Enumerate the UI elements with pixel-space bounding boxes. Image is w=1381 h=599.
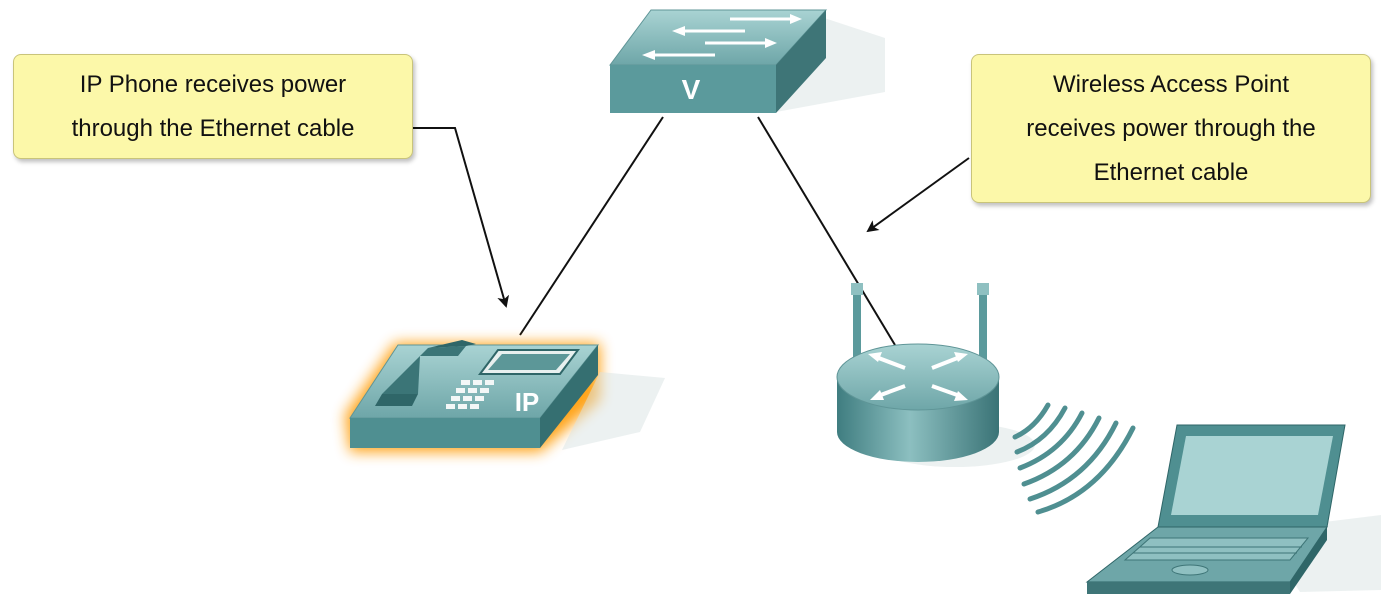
callout-access-point-text: Wireless Access Point receives power thr… <box>1026 70 1316 186</box>
wireless-router-icon[interactable] <box>836 283 1035 467</box>
wireless-signal-icon <box>1012 402 1136 515</box>
cable-switch-to-access-point <box>757 116 896 346</box>
switch-label: V <box>682 74 701 105</box>
callout-access-point: Wireless Access Point receives power thr… <box>971 54 1371 203</box>
callout-arrow-phone <box>411 127 510 308</box>
callout-ip-phone-text: IP Phone receives power through the Ethe… <box>71 70 355 142</box>
phone-label: IP <box>515 387 540 417</box>
callout-arrow-access-point <box>866 157 970 233</box>
cable-switch-to-phone <box>519 116 664 336</box>
multilayer-switch-icon[interactable]: V <box>609 9 885 113</box>
ip-phone-icon[interactable]: IP <box>345 340 665 452</box>
callout-ip-phone: IP Phone receives power through the Ethe… <box>13 54 413 159</box>
laptop-icon[interactable] <box>1085 424 1381 594</box>
